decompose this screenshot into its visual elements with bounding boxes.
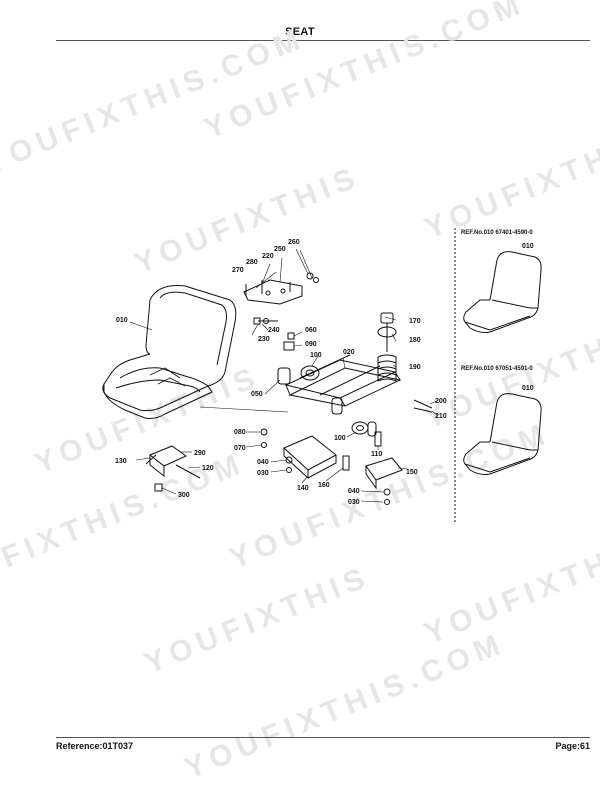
callout-220: 220 bbox=[262, 253, 274, 260]
reference-part-label: 010 bbox=[522, 243, 534, 250]
callout-070: 070 bbox=[234, 445, 246, 452]
base-plate bbox=[283, 435, 337, 480]
suspension-spring bbox=[377, 312, 397, 382]
fastener-260 bbox=[306, 272, 319, 283]
reference-seat-2 bbox=[463, 393, 542, 475]
slide-rail-frame bbox=[284, 354, 402, 407]
callout-140: 140 bbox=[297, 485, 309, 492]
callout-210: 210 bbox=[435, 413, 447, 420]
page-title: SEAT bbox=[285, 26, 315, 38]
callout-050: 050 bbox=[251, 391, 263, 398]
seat-bracket bbox=[243, 279, 303, 305]
footer-rule bbox=[56, 737, 590, 738]
callout-270: 270 bbox=[232, 267, 244, 274]
roller bbox=[277, 365, 320, 385]
callout-240: 240 bbox=[268, 327, 280, 334]
callout-090: 090 bbox=[305, 341, 317, 348]
callout-290: 290 bbox=[194, 450, 206, 457]
callout-020: 020 bbox=[343, 349, 355, 356]
seat-hinge bbox=[145, 445, 201, 492]
callout-180: 180 bbox=[409, 337, 421, 344]
callout-030: 030 bbox=[257, 470, 269, 477]
page-number: Page:61 bbox=[555, 741, 590, 751]
header-rule bbox=[56, 40, 590, 41]
callout-110: 110 bbox=[371, 451, 382, 458]
callout-100: 100 bbox=[310, 352, 322, 359]
callout-030: 030 bbox=[348, 499, 360, 506]
callout-040: 040 bbox=[257, 459, 269, 466]
bolt-060 bbox=[287, 332, 295, 340]
nut-070 bbox=[261, 442, 267, 448]
bolt-160 bbox=[342, 455, 350, 471]
reference-panel-label: REF.No.010 67401-4590-0 bbox=[461, 230, 533, 236]
reference-panel-label: REF.No.010 67051-4591-0 bbox=[461, 366, 533, 372]
callout-130: 130 bbox=[115, 458, 127, 465]
callout-250: 250 bbox=[274, 246, 286, 253]
reference-part-label: 010 bbox=[522, 385, 534, 392]
callout-260: 260 bbox=[288, 239, 300, 246]
nut-030 bbox=[384, 499, 390, 505]
roller bbox=[331, 397, 377, 437]
callout-280: 280 bbox=[246, 259, 258, 266]
callout-170: 170 bbox=[409, 318, 421, 325]
callout-190: 190 bbox=[409, 364, 421, 371]
reference-code: Reference:01T037 bbox=[56, 741, 134, 751]
callout-200: 200 bbox=[435, 398, 447, 405]
callout-230: 230 bbox=[258, 336, 270, 343]
callout-300: 300 bbox=[178, 492, 190, 499]
seat-cushion bbox=[102, 285, 237, 419]
callout-100: 100 bbox=[334, 435, 346, 442]
reference-seat-1 bbox=[463, 251, 542, 333]
nut-030 bbox=[286, 467, 292, 473]
callout-120: 120 bbox=[202, 465, 214, 472]
washer-040 bbox=[383, 488, 391, 496]
clip-090 bbox=[283, 341, 295, 351]
callout-060: 060 bbox=[305, 327, 317, 334]
washer-080 bbox=[260, 428, 268, 436]
callout-150: 150 bbox=[406, 469, 418, 476]
pin-200 bbox=[413, 399, 433, 413]
leader-lines bbox=[129, 248, 438, 503]
callout-040: 040 bbox=[348, 488, 360, 495]
bolt-230 bbox=[253, 317, 278, 325]
callout-160: 160 bbox=[318, 482, 330, 489]
callout-010: 010 bbox=[116, 317, 128, 324]
mounting-bracket bbox=[365, 457, 403, 490]
callout-080: 080 bbox=[234, 429, 246, 436]
